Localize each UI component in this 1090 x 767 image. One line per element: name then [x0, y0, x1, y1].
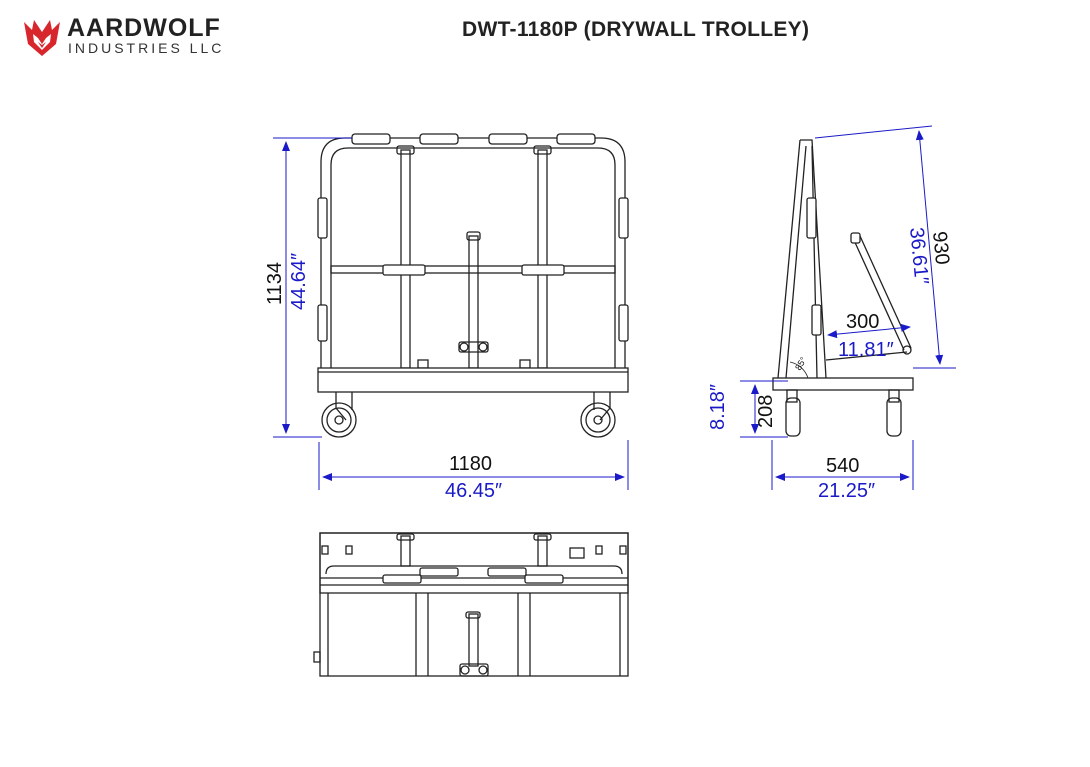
- company-logo: AARDWOLF INDUSTRIES LLC: [20, 12, 250, 62]
- page-title: DWT-1180P (DRYWALL TROLLEY): [462, 18, 810, 41]
- front-height-dimension: 1134 44.64″: [264, 137, 352, 438]
- side-deck-height-in: 8.18″: [707, 384, 729, 430]
- front-width-mm: 1180: [449, 453, 492, 475]
- side-width-mm: 540: [826, 455, 859, 477]
- side-base-depth-dimension: 300 11.81″: [827, 311, 911, 361]
- front-width-in: 46.45″: [445, 480, 502, 502]
- front-height-mm: 1134: [264, 262, 286, 305]
- brand-name: AARDWOLF: [67, 14, 221, 42]
- side-deck-height-mm: 208: [755, 395, 777, 428]
- side-angle: 85°: [793, 355, 809, 372]
- side-width-dimension: 540 21.25″: [771, 440, 914, 502]
- side-base-depth-in: 11.81″: [838, 339, 894, 361]
- front-height-in: 44.64″: [288, 253, 310, 310]
- front-width-dimension: 1180 46.45″: [318, 440, 629, 502]
- side-arm-length-dimension: 930 36.61″: [814, 125, 956, 369]
- front-view: [317, 133, 629, 438]
- side-view: [772, 139, 914, 437]
- side-base-depth-mm: 300: [846, 311, 879, 333]
- brand-subtitle: INDUSTRIES LLC: [68, 40, 225, 56]
- side-width-in: 21.25″: [818, 480, 875, 502]
- side-arm-length-mm: 930: [928, 230, 953, 265]
- side-arm-length-in: 36.61″: [905, 226, 932, 285]
- aardwolf-logo-icon: [24, 20, 60, 56]
- top-view: [313, 532, 629, 677]
- side-deck-height-dimension: 208 8.18″: [707, 380, 788, 438]
